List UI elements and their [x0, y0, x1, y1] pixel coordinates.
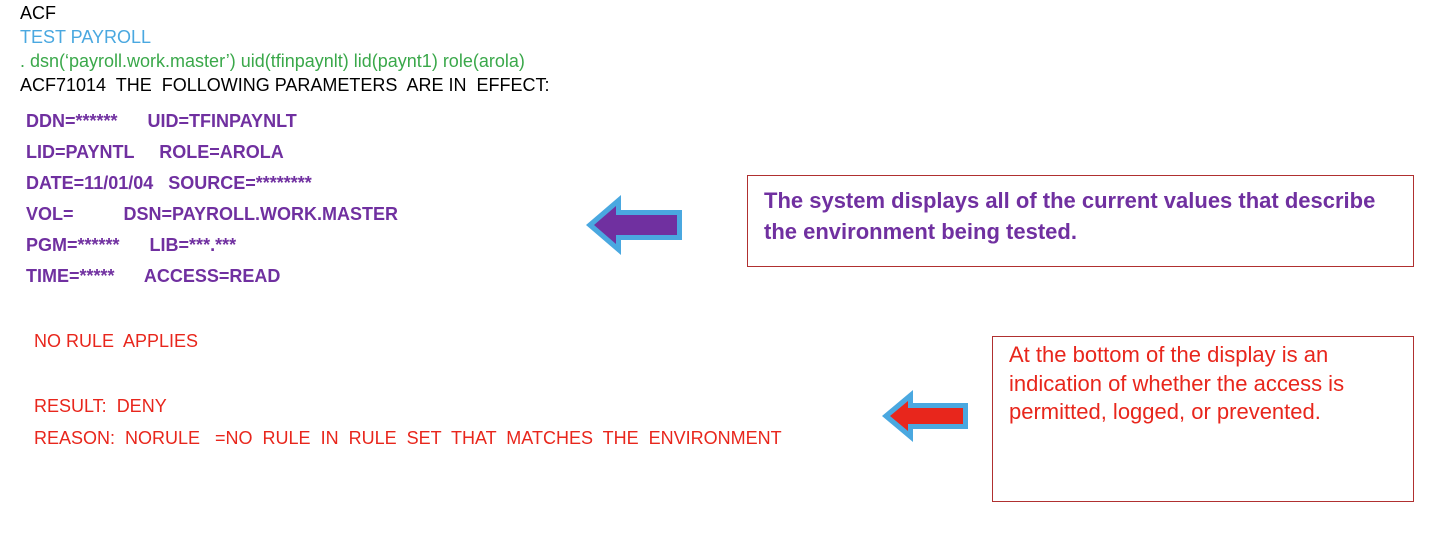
result-callout: At the bottom of the display is an indic…: [992, 336, 1414, 502]
param-lid-role: LID=PAYNTL ROLE=AROLA: [26, 142, 284, 162]
left-arrow-icon: [586, 195, 682, 255]
param-vol-dsn: VOL= DSN=PAYROLL.WORK.MASTER: [26, 204, 399, 224]
left-arrow-icon: [882, 390, 968, 442]
result-line: RESULT: DENY: [34, 396, 167, 416]
param-date-source: DATE=11/01/04 SOURCE=********: [26, 173, 312, 193]
reason-line: REASON: NORULE =NO RULE IN RULE SET THAT…: [34, 428, 782, 448]
param-ddn-uid: DDN=****** UID=TFINPAYNLT: [26, 111, 297, 131]
no-rule-message: NO RULE APPLIES: [34, 331, 199, 351]
result-callout-text: At the bottom of the display is an indic…: [1009, 342, 1345, 424]
test-label: TEST PAYROLL: [20, 27, 152, 47]
header-acf: ACF: [20, 3, 56, 23]
environment-callout: The system displays all of the current v…: [747, 175, 1414, 267]
command-line: . dsn(‘payroll.work.master’) uid(tfinpay…: [20, 51, 525, 71]
param-time-access: TIME=***** ACCESS=READ: [26, 266, 281, 286]
effect-message: ACF71014 THE FOLLOWING PARAMETERS ARE IN…: [20, 75, 550, 95]
environment-callout-text: The system displays all of the current v…: [764, 188, 1376, 244]
param-pgm-lib: PGM=****** LIB=***.***: [26, 235, 237, 255]
